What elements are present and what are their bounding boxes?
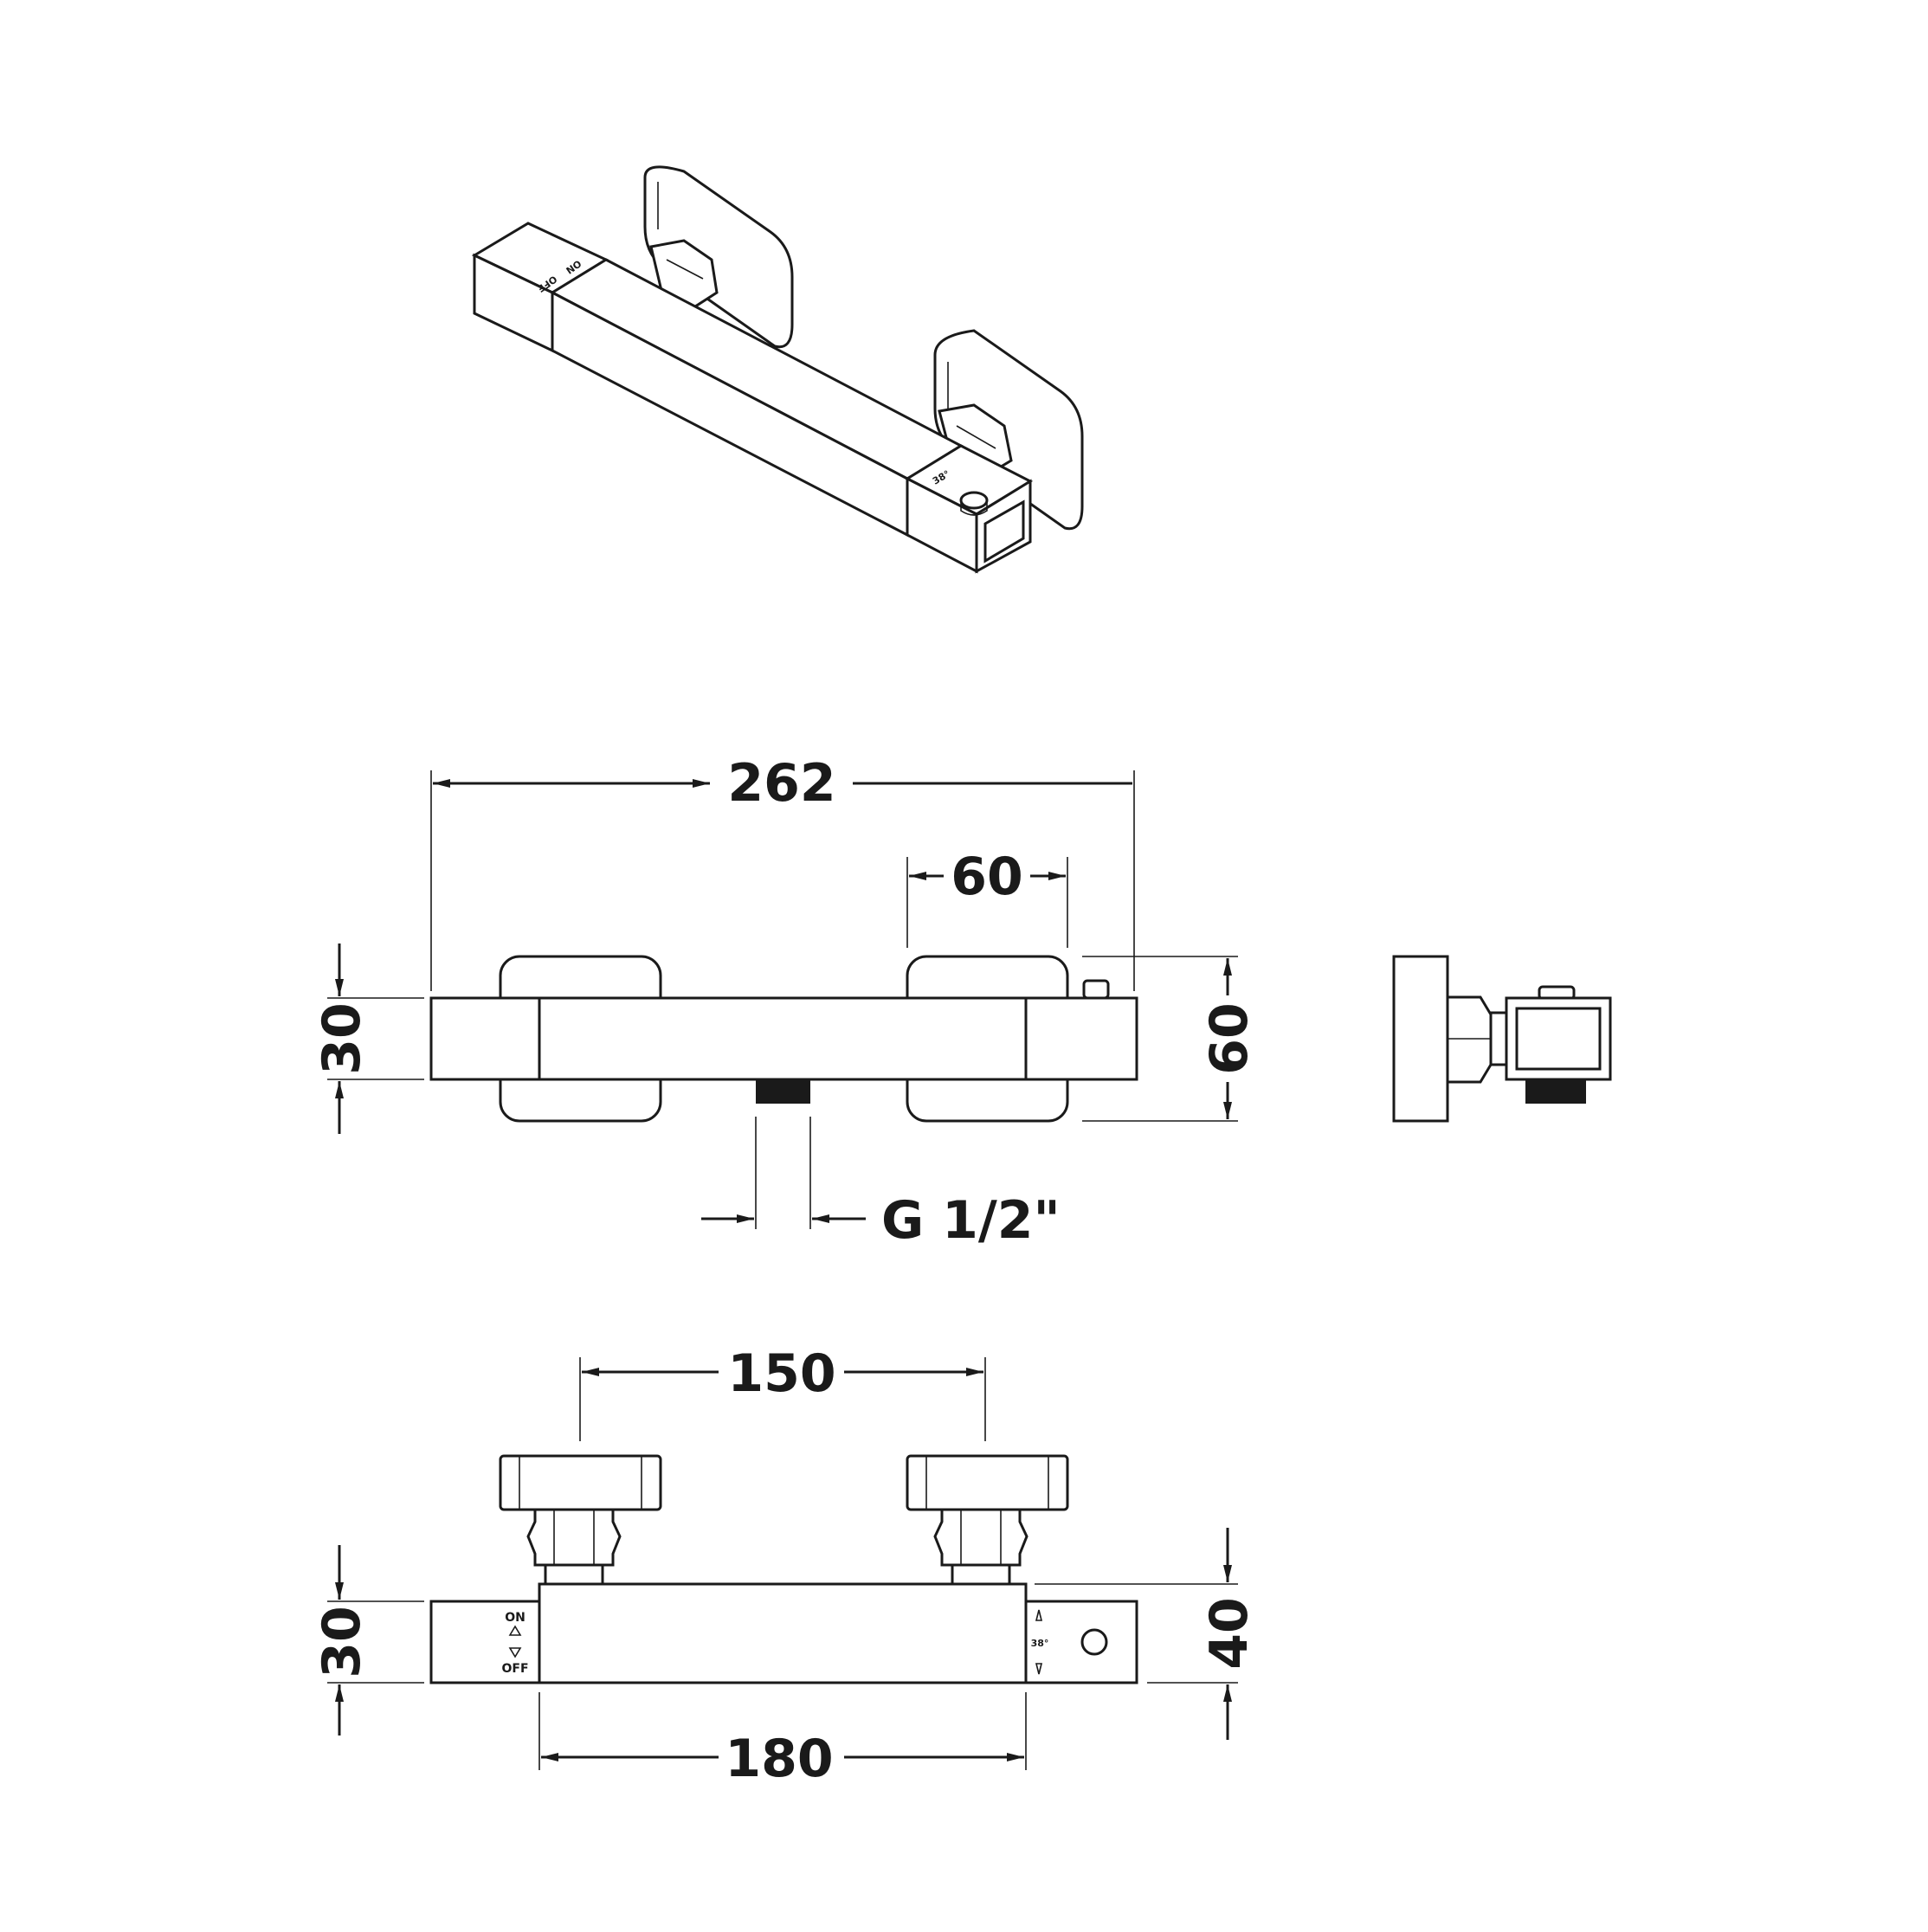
isometric-view: ON OFF 38° [471,165,1084,574]
temperature-marking: 38° [1031,1638,1049,1649]
dim-40: 40 [1199,1597,1260,1670]
dim-180: 180 [725,1729,833,1789]
dim-150: 150 [727,1343,835,1404]
front-view: 262 60 30 60 G 1/2" [312,753,1260,1251]
dim-30-front: 30 [312,1002,372,1075]
off-marking: OFF [501,1662,528,1676]
top-view: ON OFF 38° 150 30 40 180 [312,1343,1260,1789]
dim-60-total: 60 [1199,1002,1260,1075]
side-view [1392,955,1612,1123]
dim-thread: G 1/2" [881,1190,1061,1251]
dim-60-handle: 60 [951,847,1023,907]
dim-262: 262 [727,753,835,814]
outlet-thread [756,1079,810,1104]
on-marking: ON [505,1611,526,1625]
dim-30-top: 30 [312,1606,372,1678]
